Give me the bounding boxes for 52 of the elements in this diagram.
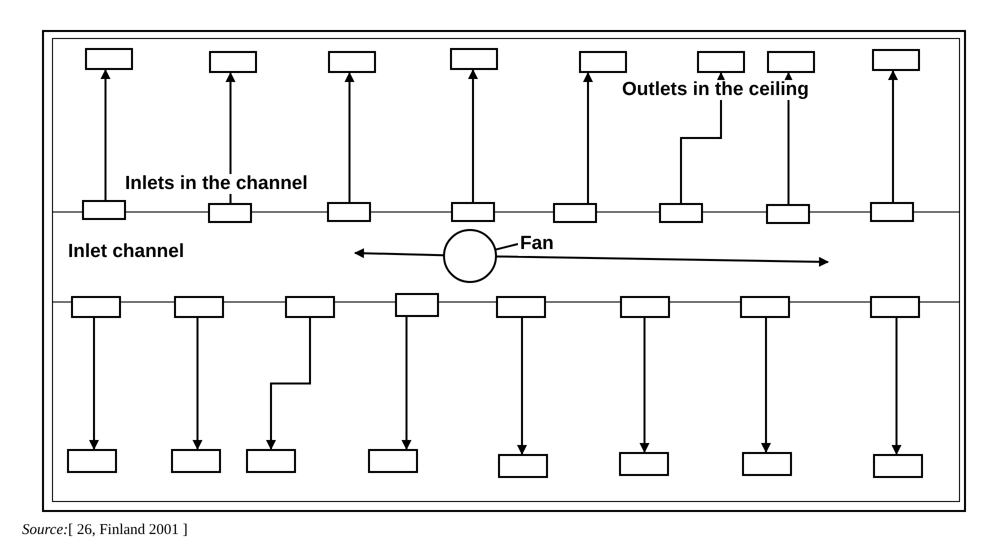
inlet-box	[246, 449, 296, 473]
inlet-box	[740, 296, 790, 318]
inlet-box	[496, 296, 546, 318]
arrow	[89, 318, 99, 450]
arrow	[640, 318, 650, 453]
arrow	[892, 318, 902, 455]
outlet-box	[328, 51, 376, 73]
outlet-box	[767, 51, 815, 73]
arrow	[761, 318, 771, 453]
arrow	[354, 248, 444, 258]
inlet-box	[67, 449, 117, 473]
leader-line	[494, 243, 518, 251]
inlet-box	[82, 200, 126, 220]
inlet-box	[498, 454, 548, 478]
arrow	[402, 317, 412, 450]
inlet-box	[766, 204, 810, 224]
inlet-box	[870, 202, 914, 222]
arrow	[517, 318, 527, 455]
arrow	[496, 255, 829, 267]
inlet-box	[620, 296, 670, 318]
outlet-box	[872, 49, 920, 71]
arrow	[344, 72, 354, 202]
outlet-box	[697, 51, 745, 73]
inlet-box	[619, 452, 669, 476]
inlet-box	[870, 296, 920, 318]
inlet-box	[659, 203, 703, 223]
inlet-box	[395, 293, 439, 317]
inlet-box	[71, 296, 121, 318]
arrow	[192, 318, 202, 450]
arrow	[888, 70, 898, 202]
inlet-box	[742, 452, 792, 476]
outlet-box	[579, 51, 627, 73]
inlet-box	[368, 449, 418, 473]
fan-circle	[443, 229, 497, 283]
inlet-box	[553, 203, 597, 223]
inlet-box	[171, 449, 221, 473]
arrow	[100, 69, 110, 200]
inlet-box	[873, 454, 923, 478]
annotation-label: Outlets in the ceiling	[620, 80, 811, 100]
source-caption: Source:[ 26, Finland 2001 ]	[22, 522, 188, 539]
inlet-box	[174, 296, 224, 318]
inlet-box	[285, 296, 335, 318]
inlet-box	[451, 202, 495, 222]
outlet-box	[209, 51, 257, 73]
outlet-box	[85, 48, 133, 70]
inlet-box	[327, 202, 371, 222]
inlet-box	[208, 203, 252, 223]
outlet-box	[450, 48, 498, 70]
arrow	[680, 72, 726, 203]
arrow	[583, 72, 593, 203]
arrow	[266, 318, 311, 450]
arrow	[468, 69, 478, 202]
